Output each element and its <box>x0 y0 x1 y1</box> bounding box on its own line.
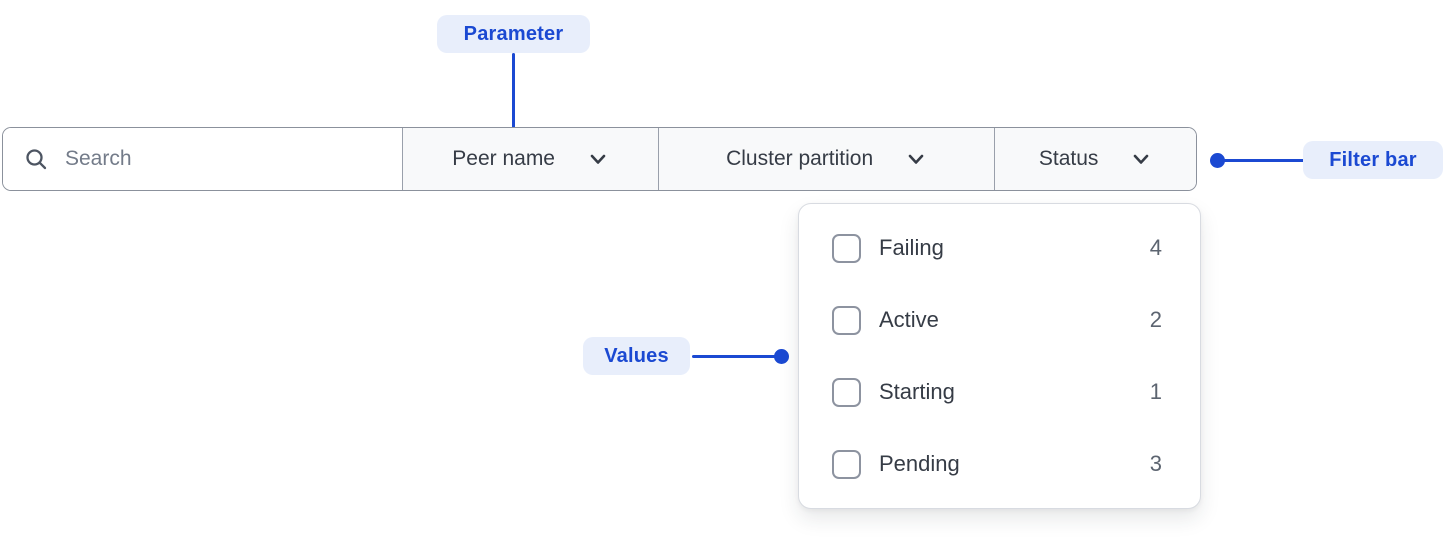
dropdown-status-label: Status <box>1038 147 1099 170</box>
search-field <box>3 128 403 190</box>
option-count: 1 <box>1149 379 1162 404</box>
filter-option-starting[interactable]: Starting 1 <box>832 356 1162 428</box>
filter-bar-connector-dot <box>1210 153 1225 168</box>
values-connector-dot <box>774 349 789 364</box>
filter-bar-connector-line <box>1222 159 1305 162</box>
checkbox[interactable] <box>832 305 861 335</box>
chevron-down-icon <box>587 148 609 170</box>
dropdown-cluster-partition[interactable]: Cluster partition <box>657 128 995 190</box>
annotation-parameter-label: Parameter <box>437 15 590 53</box>
status-dropdown-panel: Failing 4 Active 2 Starting 1 Pending 3 <box>798 203 1201 509</box>
dropdown-cluster-partition-label: Cluster partition <box>726 147 874 170</box>
filter-bar: Peer name Cluster partition Status <box>2 127 1197 191</box>
annotation-filter-bar-label: Filter bar <box>1303 141 1443 179</box>
filter-option-pending[interactable]: Pending 3 <box>832 428 1162 500</box>
filter-option-failing[interactable]: Failing 4 <box>832 212 1162 284</box>
dropdown-peer-name[interactable]: Peer name <box>402 128 658 190</box>
option-count: 2 <box>1149 307 1162 332</box>
option-count: 3 <box>1149 451 1162 476</box>
dropdown-status[interactable]: Status <box>994 128 1196 190</box>
parameter-connector-line <box>512 53 515 136</box>
option-label: Failing <box>879 235 944 260</box>
option-label: Pending <box>879 451 960 476</box>
annotation-values-label: Values <box>583 337 690 375</box>
checkbox[interactable] <box>832 449 861 479</box>
search-input[interactable] <box>65 147 403 171</box>
option-label: Starting <box>879 379 955 404</box>
checkbox[interactable] <box>832 233 861 263</box>
dropdown-peer-name-label: Peer name <box>452 147 555 170</box>
option-label: Active <box>879 307 939 332</box>
checkbox[interactable] <box>832 377 861 407</box>
chevron-down-icon <box>1130 148 1152 170</box>
filter-option-active[interactable]: Active 2 <box>832 284 1162 356</box>
chevron-down-icon <box>905 148 927 170</box>
values-connector-line <box>692 355 776 358</box>
option-count: 4 <box>1149 235 1162 260</box>
search-icon <box>26 148 47 169</box>
